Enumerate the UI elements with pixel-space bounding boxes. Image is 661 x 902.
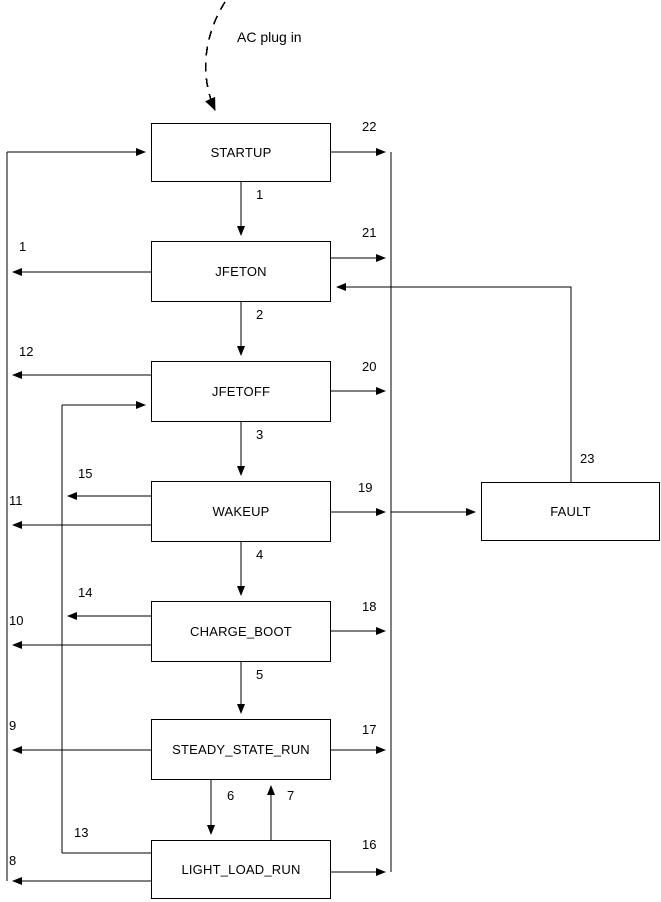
state-box-charge-boot[interactable]: CHARGE_BOOT [151,601,331,662]
transition-label-9: 9 [9,718,17,733]
transition-label-4: 4 [256,547,264,562]
transition-label-8: 8 [9,853,17,868]
transition-label-23: 23 [580,451,595,466]
state-box-jfeton[interactable]: JFETON [151,241,331,302]
state-label-light-load-run: LIGHT_LOAD_RUN [181,862,301,877]
transition-label-19: 19 [358,480,373,495]
transition-23-line [336,283,572,482]
state-label-jfeton: JFETON [215,264,267,279]
transition-label-17: 17 [362,722,377,737]
state-box-jfetoff[interactable]: JFETOFF [151,361,331,422]
state-label-charge-boot: CHARGE_BOOT [190,624,292,639]
transition-label-6: 6 [227,788,235,803]
transition-label-21: 21 [362,225,377,240]
transition-label-14: 14 [78,585,93,600]
state-box-fault[interactable]: FAULT [481,482,660,541]
transition-label-7: 7 [287,788,295,803]
transition-label-10: 10 [9,613,24,628]
transition-label-1-chain: 1 [256,187,264,202]
state-label-fault: FAULT [550,504,591,519]
transition-label-15: 15 [78,466,93,481]
ac-plug-in-arrow [204,1,226,111]
state-label-jfetoff: JFETOFF [211,384,271,399]
transition-label-12: 12 [19,344,34,359]
transition-label-3: 3 [256,427,264,442]
transition-label-20: 20 [362,359,377,374]
state-label-steady-state-run: STEADY_STATE_RUN [172,742,310,757]
transition-label-5: 5 [256,667,264,682]
state-box-steady-state-run[interactable]: STEADY_STATE_RUN [151,719,331,780]
transition-label-11: 11 [9,493,23,508]
state-box-light-load-run[interactable]: LIGHT_LOAD_RUN [151,840,331,899]
state-label-startup: STARTUP [210,145,272,160]
ac-plug-in-note: AC plug in [237,29,302,45]
transition-label-13: 13 [74,825,89,840]
state-label-wakeup: WAKEUP [212,504,270,519]
transition-label-22: 22 [362,119,377,134]
transition-label-18: 18 [362,599,377,614]
transition-label-2: 2 [256,307,264,322]
state-box-wakeup[interactable]: WAKEUP [151,481,331,542]
transition-label-16: 16 [362,837,377,852]
transition-label-1-return: 1 [19,239,27,254]
state-box-startup[interactable]: STARTUP [151,123,331,182]
